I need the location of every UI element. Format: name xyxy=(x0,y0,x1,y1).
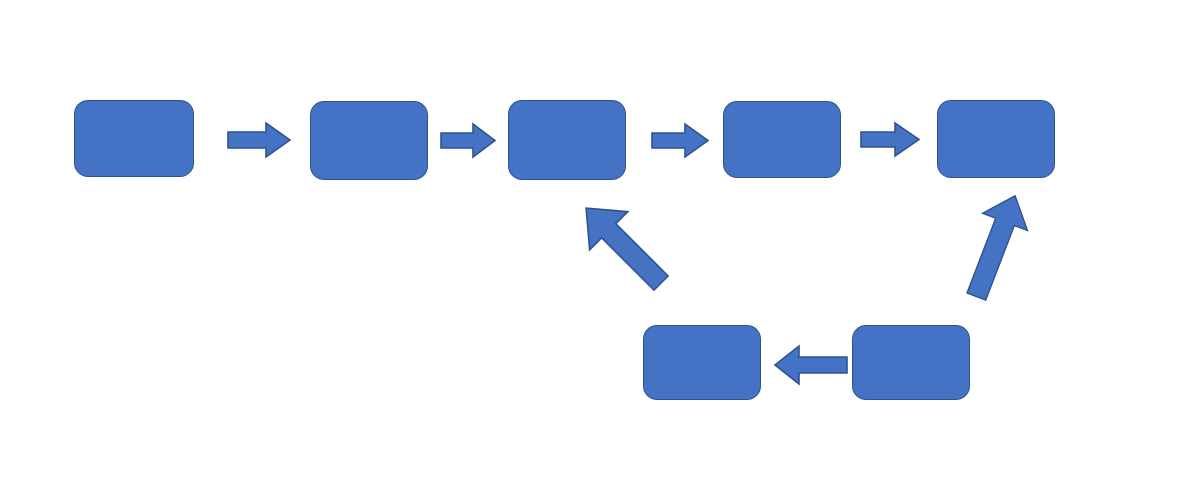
flowchart-node-6[interactable] xyxy=(852,325,970,400)
flowchart-node-4[interactable] xyxy=(723,101,841,178)
flowchart-node-5[interactable] xyxy=(937,100,1055,178)
node-4-label xyxy=(776,138,788,142)
flowchart-node-1[interactable] xyxy=(74,100,194,177)
node-7-label xyxy=(696,361,708,365)
arrow-right-node4-to-node5 xyxy=(860,121,921,158)
flowchart-node-2[interactable] xyxy=(310,101,428,180)
node-6-label xyxy=(905,361,917,365)
arrow-diagonal-up-node7-to-node3 xyxy=(570,192,680,302)
node-3-label xyxy=(561,138,573,142)
flowchart-node-3[interactable] xyxy=(508,100,626,180)
node-5-label xyxy=(990,137,1002,141)
flowchart-node-7[interactable] xyxy=(643,325,761,400)
arrow-diagonal-down-node5-to-node6 xyxy=(955,188,1035,308)
arrow-right-node2-to-node3 xyxy=(440,122,497,159)
node-1-label xyxy=(128,137,140,141)
node-2-label xyxy=(363,139,375,143)
arrow-left-node6-to-node7 xyxy=(773,344,848,386)
arrow-right-node1-to-node2 xyxy=(227,121,292,159)
arrow-right-node3-to-node4 xyxy=(651,122,710,159)
